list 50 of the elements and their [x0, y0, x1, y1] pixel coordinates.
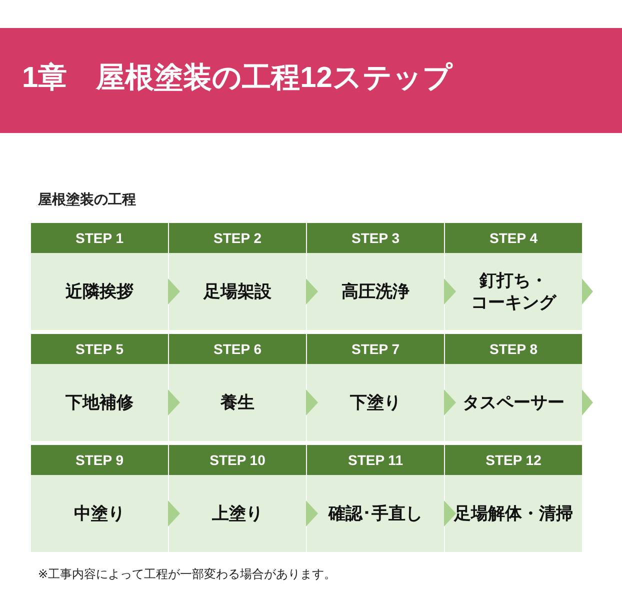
- step-label: 近隣挨拶: [64, 280, 134, 302]
- step-header: STEP 1: [31, 223, 168, 253]
- step-label: タスペーサー: [462, 392, 566, 414]
- step-label: 養生: [220, 392, 256, 414]
- chevron-arrow: [444, 278, 456, 304]
- step-label: 中塗り: [73, 502, 126, 524]
- step-label: 下塗り: [349, 392, 402, 414]
- step-header: STEP 9: [31, 445, 168, 475]
- chevron-arrow: [582, 278, 593, 304]
- step-card: [445, 223, 582, 330]
- step-label: 足場架設: [202, 280, 272, 302]
- step-card: [31, 223, 168, 330]
- step-card: [169, 334, 306, 441]
- footnote: ※工事内容によって工程が一部変わる場合があります。: [38, 566, 336, 583]
- step-card: [307, 445, 444, 552]
- step-header: STEP 12: [445, 445, 582, 475]
- chevron-arrow: [168, 500, 180, 526]
- subtitle: 屋根塗装の工程: [38, 191, 136, 209]
- step-label: 確認･手直し: [327, 502, 424, 524]
- step-header: STEP 7: [307, 334, 444, 364]
- step-card: [31, 334, 168, 441]
- chevron-arrow: [582, 390, 593, 416]
- step-card: [169, 223, 306, 330]
- step-header: STEP 10: [169, 445, 306, 475]
- step-card: [445, 334, 582, 441]
- step-label: 高圧洗浄: [340, 280, 410, 302]
- chevron-arrow: [444, 500, 456, 526]
- step-card: [307, 223, 444, 330]
- chevron-arrow: [306, 278, 318, 304]
- step-header: STEP 2: [169, 223, 306, 253]
- chevron-arrow: [168, 278, 180, 304]
- step-header: STEP 4: [445, 223, 582, 253]
- chevron-arrow: [444, 390, 456, 416]
- step-header: STEP 3: [307, 223, 444, 253]
- step-label: 釘打ち・コーキング: [470, 270, 558, 314]
- chevron-arrow: [306, 390, 318, 416]
- chevron-arrow: [168, 390, 180, 416]
- title: 1章 屋根塗装の工程12ステップ: [22, 60, 452, 96]
- step-card: [307, 334, 444, 441]
- step-card: [169, 445, 306, 552]
- step-header: STEP 11: [307, 445, 444, 475]
- step-header: STEP 5: [31, 334, 168, 364]
- step-header: STEP 6: [169, 334, 306, 364]
- chevron-arrow: [306, 500, 318, 526]
- step-header: STEP 8: [445, 334, 582, 364]
- step-card: [31, 445, 168, 552]
- step-label: 上塗り: [211, 502, 264, 524]
- step-label: 足場解体・清掃: [452, 502, 574, 524]
- step-card: [445, 445, 582, 552]
- step-label: 下地補修: [64, 392, 134, 414]
